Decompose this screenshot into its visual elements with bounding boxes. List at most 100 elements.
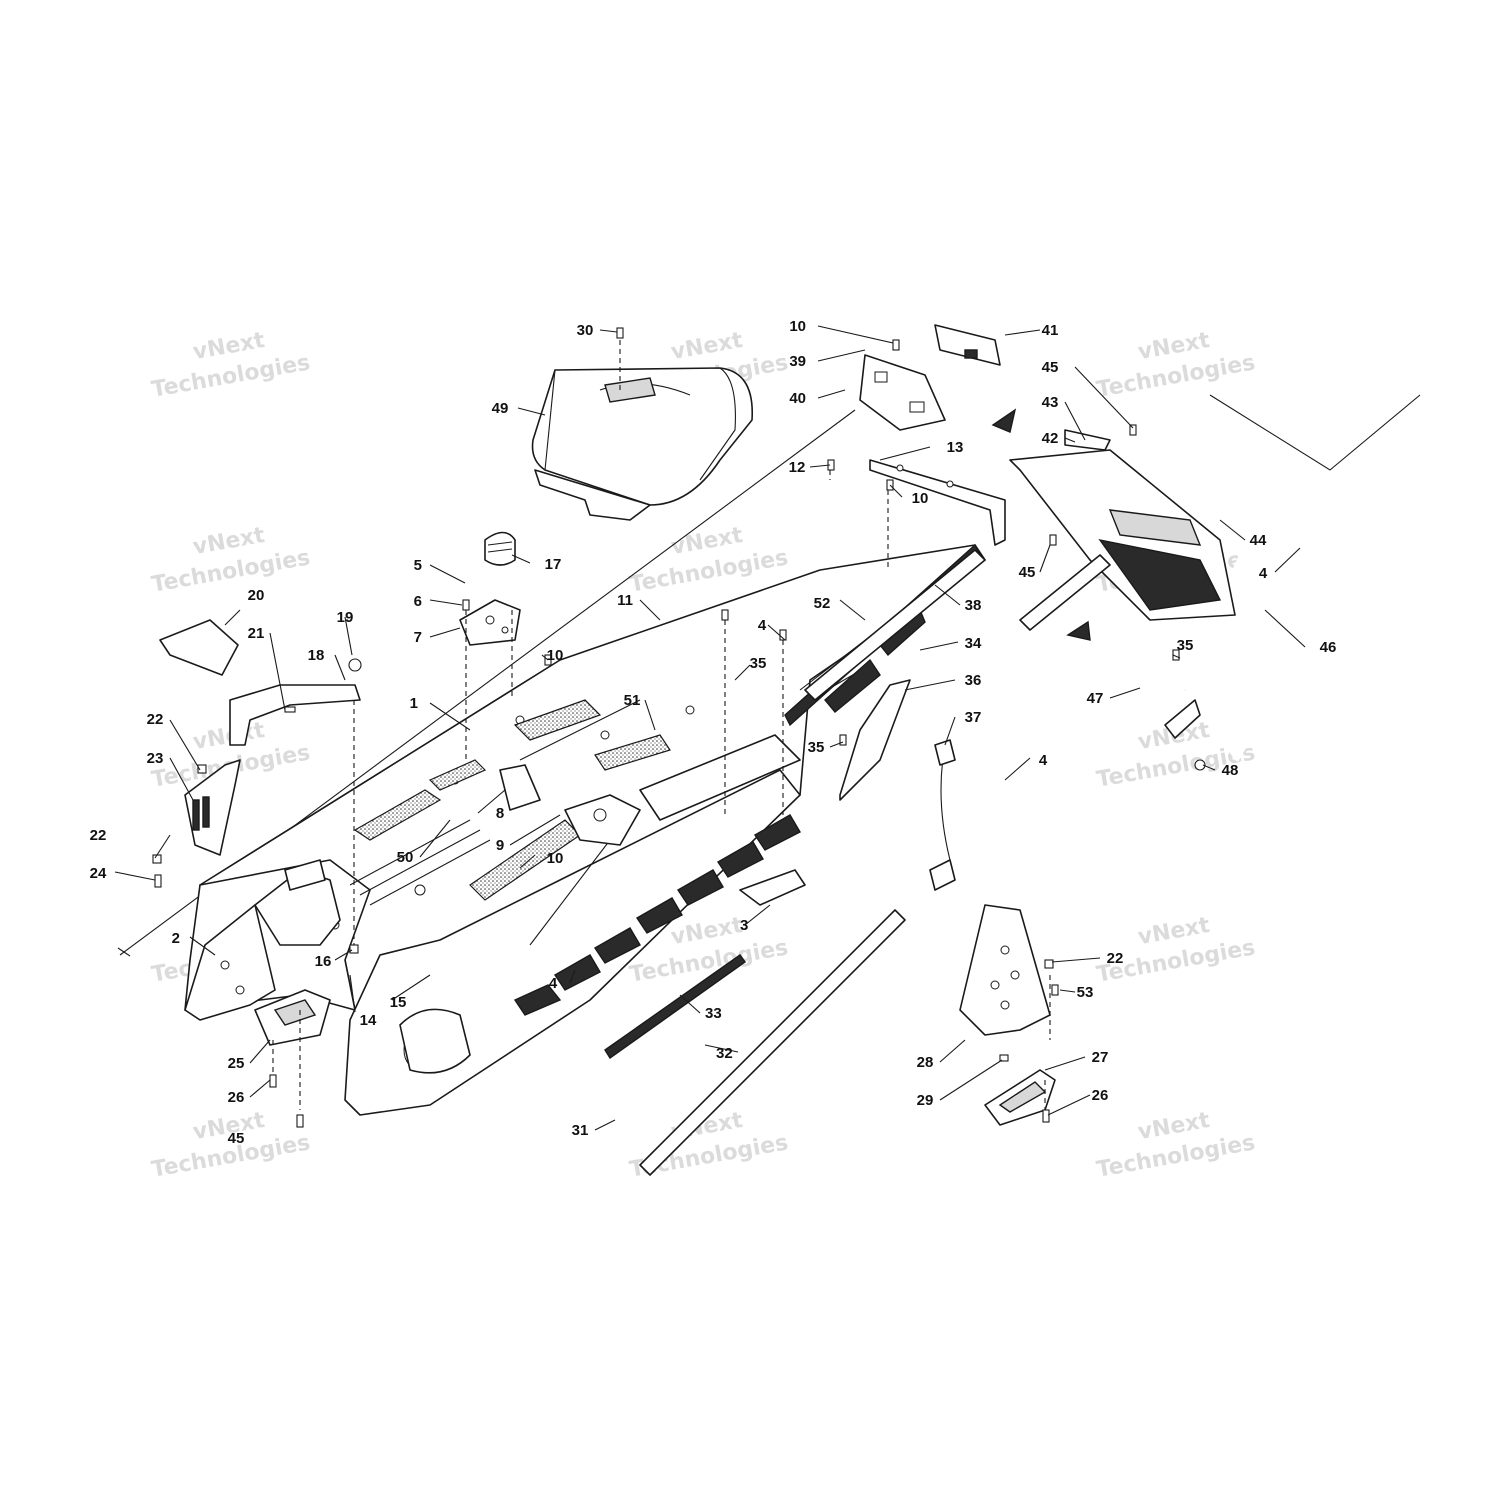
callout-label: 21 bbox=[248, 625, 265, 642]
callout-label: 33 bbox=[705, 1005, 722, 1022]
bumper-part-18 bbox=[229, 658, 362, 746]
callout-label: 26 bbox=[228, 1089, 245, 1106]
callout-label: 17 bbox=[545, 556, 562, 573]
callout-label: 24 bbox=[90, 865, 107, 882]
callout-label: 23 bbox=[147, 750, 164, 767]
bracket-part-3 bbox=[739, 869, 806, 906]
callout-label: 6 bbox=[414, 593, 422, 610]
bumper-part-20 bbox=[159, 619, 239, 676]
bracket-part-25 bbox=[254, 989, 331, 1046]
callout-label: 52 bbox=[814, 595, 831, 612]
callout-label: 2 bbox=[172, 930, 180, 947]
callout-label: 26 bbox=[1092, 1087, 1109, 1104]
callout-label: 5 bbox=[414, 557, 422, 574]
rail-part-33 bbox=[604, 954, 746, 1060]
callout-label: 18 bbox=[308, 647, 325, 664]
callout-label: 22 bbox=[147, 711, 164, 728]
callout-label: 25 bbox=[228, 1055, 245, 1072]
callout-label: 51 bbox=[624, 692, 641, 709]
traction-mats bbox=[353, 699, 671, 901]
step-part-27 bbox=[984, 1069, 1056, 1126]
callout-label: 45 bbox=[228, 1130, 245, 1147]
direction-arrows bbox=[991, 408, 1091, 641]
callout-label: 28 bbox=[917, 1054, 934, 1071]
grab-bar-part-46 bbox=[1181, 341, 1437, 762]
bracket-part-8 bbox=[499, 764, 541, 811]
callout-label: 10 bbox=[912, 490, 929, 507]
step-plate-part-28 bbox=[959, 904, 1051, 1036]
rear-bracket-part-13 bbox=[869, 459, 1006, 546]
callout-label: 36 bbox=[965, 672, 982, 689]
callout-label: 48 bbox=[1222, 762, 1239, 779]
callout-label: 7 bbox=[414, 629, 422, 646]
callout-label: 41 bbox=[1042, 322, 1059, 339]
callout-label: 39 bbox=[789, 353, 806, 370]
plate-part-36 bbox=[839, 679, 911, 801]
callout-label: 47 bbox=[1087, 690, 1104, 707]
arrow-icon bbox=[991, 408, 1017, 433]
callout-label: 3 bbox=[740, 917, 748, 934]
callout-label: 22 bbox=[1107, 950, 1124, 967]
callout-label: 4 bbox=[758, 617, 767, 634]
callout-label: 20 bbox=[248, 587, 265, 604]
seat-storage-bag bbox=[531, 367, 753, 521]
callout-label: 37 bbox=[965, 709, 982, 726]
callout-label: 32 bbox=[716, 1045, 733, 1062]
callout-label: 10 bbox=[789, 318, 806, 335]
bracket-part-41 bbox=[934, 324, 1001, 366]
bracket-part-39 bbox=[859, 354, 946, 431]
callout-label: 35 bbox=[808, 739, 825, 756]
callout-label: 35 bbox=[750, 655, 767, 672]
assembly-lines bbox=[272, 340, 1051, 1110]
callout-label: 53 bbox=[1077, 984, 1094, 1001]
callout-label: 50 bbox=[397, 849, 414, 866]
callout-label: 35 bbox=[1177, 637, 1194, 654]
bar-part-32 bbox=[639, 909, 906, 1176]
strap-part-37 bbox=[929, 739, 956, 891]
callout-label: 31 bbox=[572, 1122, 589, 1139]
bracket-part-48 bbox=[1164, 699, 1206, 771]
callout-label: 44 bbox=[1250, 532, 1267, 549]
callout-label: 4 bbox=[549, 975, 558, 992]
callout-label: 10 bbox=[547, 850, 564, 867]
tunnel-rear-rail bbox=[804, 549, 986, 701]
callout-label: 15 bbox=[390, 994, 407, 1011]
callout-label: 27 bbox=[1092, 1049, 1109, 1066]
callout-label: 10 bbox=[547, 647, 564, 664]
callout-label: 4 bbox=[1259, 565, 1268, 582]
callout-label: 12 bbox=[789, 459, 806, 476]
callout-label: 45 bbox=[1019, 564, 1036, 581]
callout-label: 11 bbox=[617, 592, 633, 609]
callout-label: 45 bbox=[1042, 359, 1059, 376]
callout-labels: 1 2 3 4 4 4 4 5 6 7 8 9 10 10 10 10 11 1… bbox=[90, 318, 1337, 1147]
arrow-icon bbox=[1066, 620, 1091, 641]
callout-label: 46 bbox=[1320, 639, 1337, 656]
callout-label: 43 bbox=[1042, 394, 1059, 411]
callout-label: 9 bbox=[496, 837, 504, 854]
callout-label: 22 bbox=[90, 827, 107, 844]
callout-label: 19 bbox=[337, 609, 354, 626]
callout-label: 1 bbox=[410, 695, 418, 712]
running-board-vents bbox=[513, 814, 801, 1016]
callout-label: 42 bbox=[1042, 430, 1059, 447]
tunnel-chassis bbox=[184, 544, 986, 1116]
front-chassis-plate bbox=[184, 904, 276, 1021]
callout-label: 14 bbox=[360, 1012, 377, 1029]
cover-part-17 bbox=[484, 531, 516, 566]
rear-flap-assembly bbox=[1009, 429, 1236, 631]
console-bracket-part-9 bbox=[564, 794, 641, 846]
callout-label: 38 bbox=[965, 597, 982, 614]
callout-label: 34 bbox=[965, 635, 982, 652]
callout-label: 40 bbox=[789, 390, 806, 407]
callout-label: 16 bbox=[315, 953, 332, 970]
callout-label: 29 bbox=[917, 1092, 934, 1109]
bracket-part-7 bbox=[459, 599, 521, 646]
callout-label: 49 bbox=[492, 400, 509, 417]
bracket-part-23 bbox=[184, 759, 241, 856]
